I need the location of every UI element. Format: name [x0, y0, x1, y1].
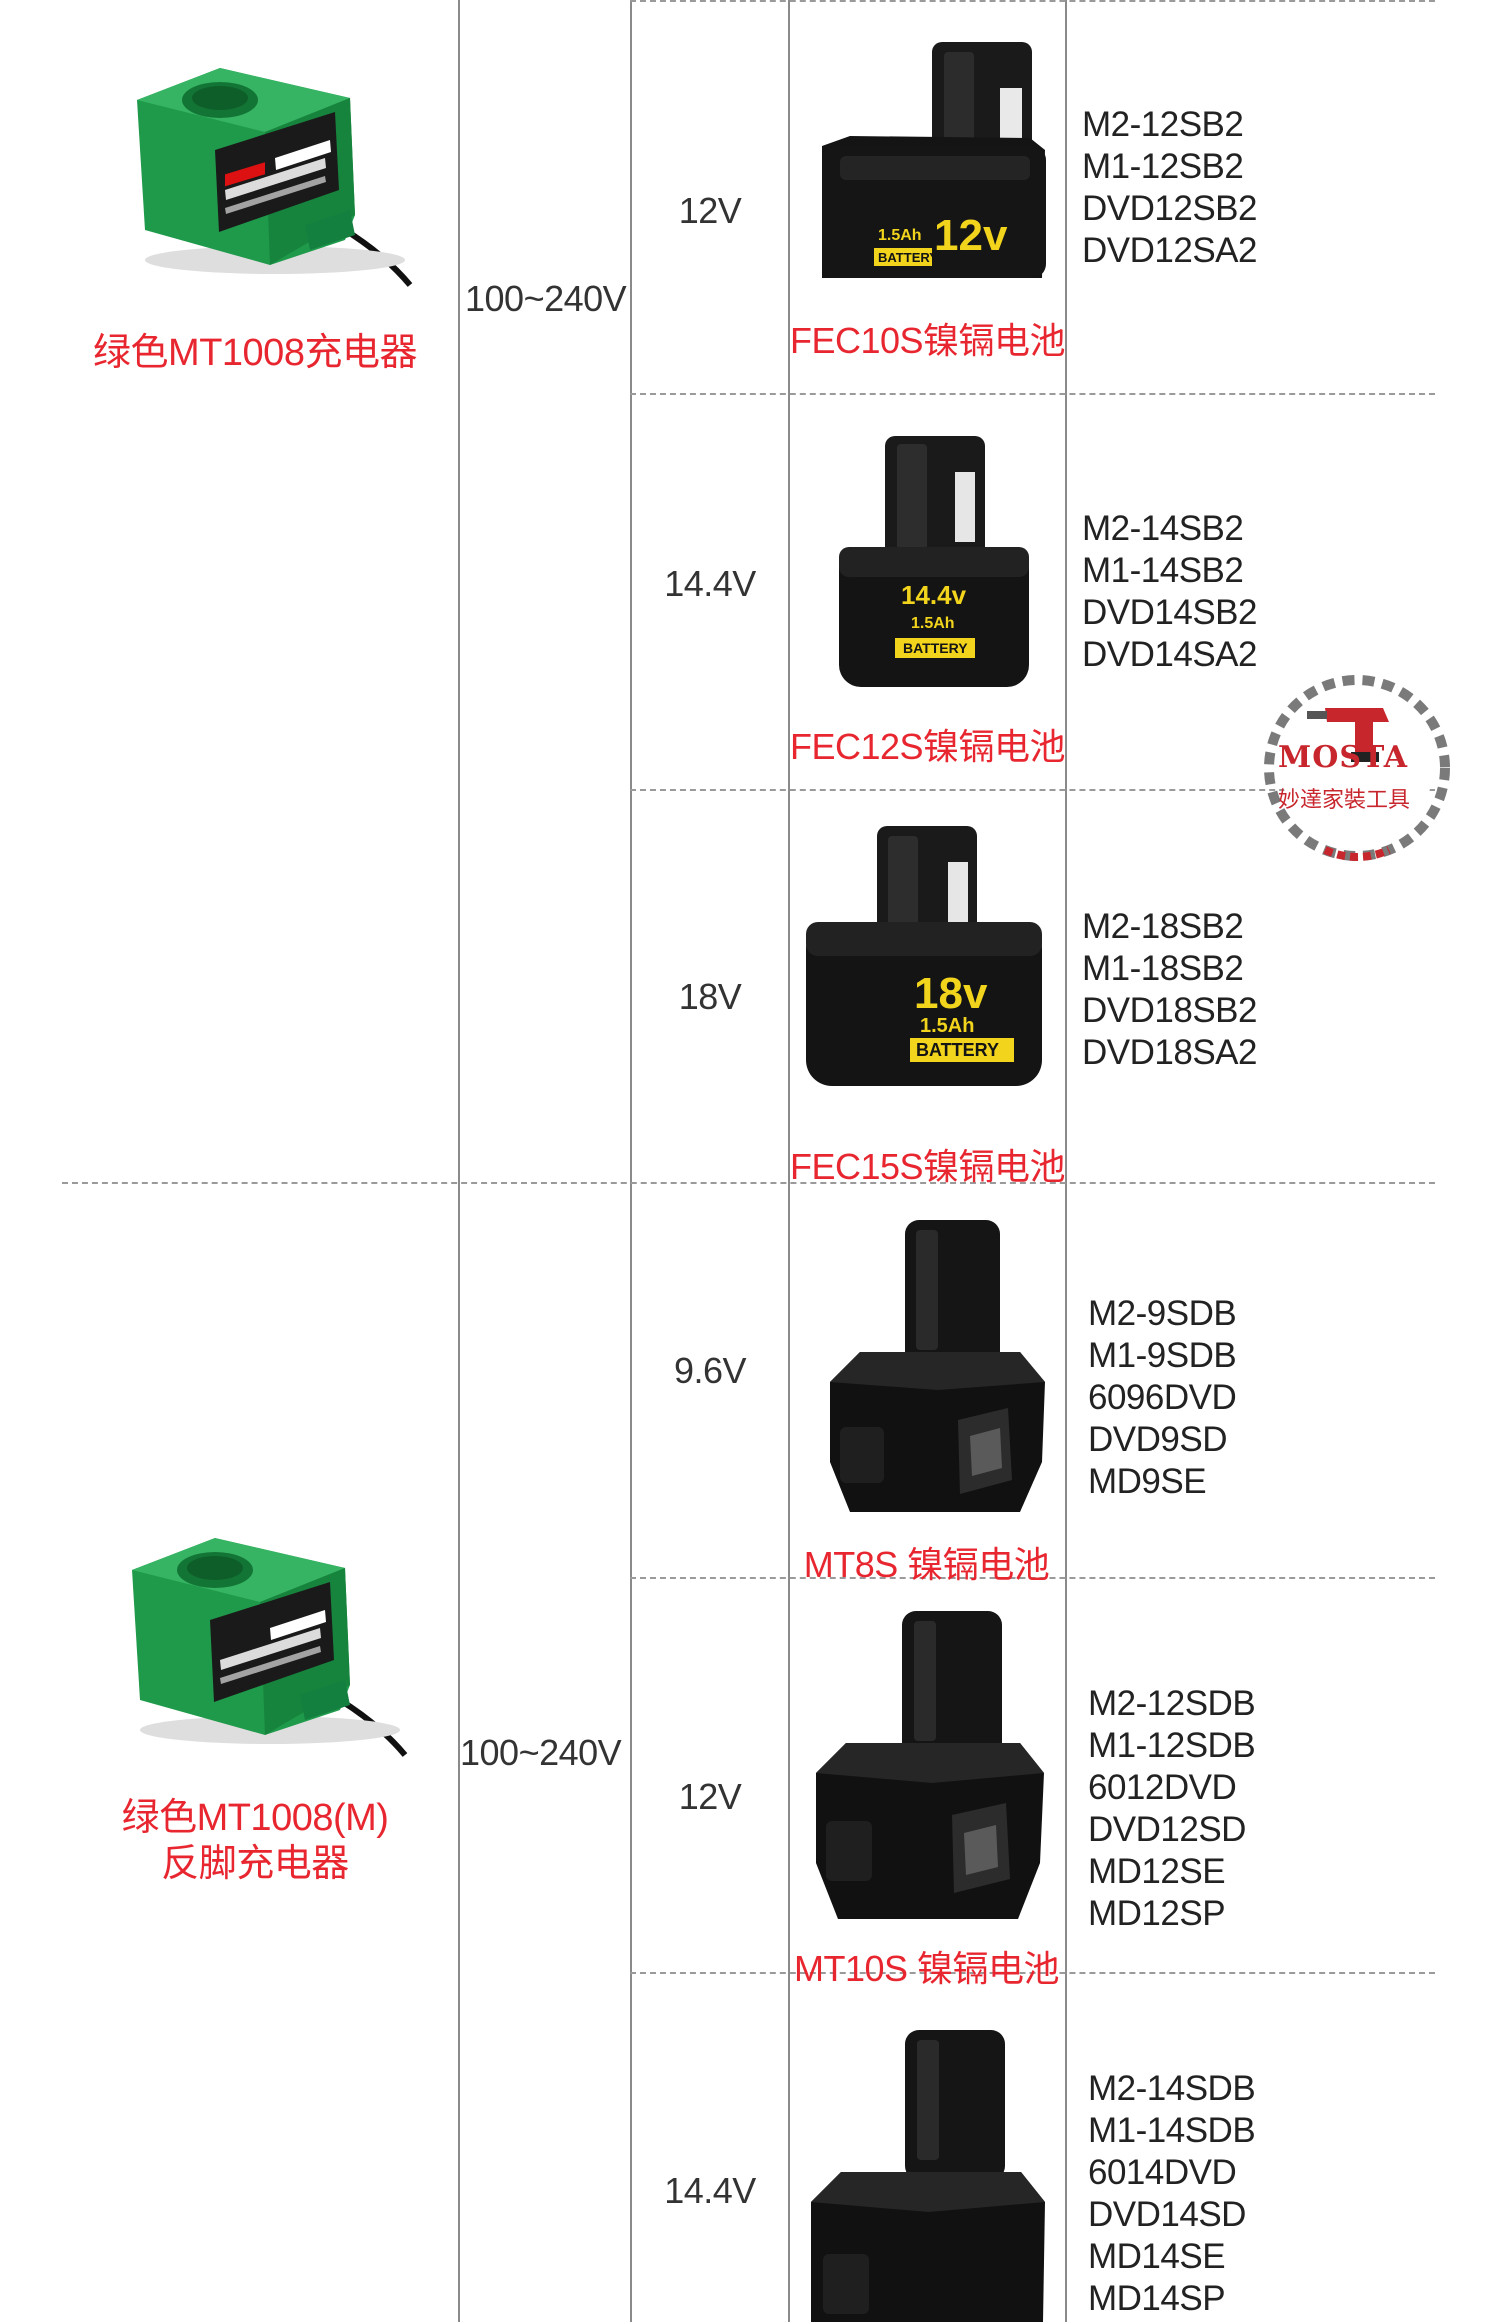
model-item: DVD18SA2	[1082, 1033, 1257, 1072]
model-list: M2-12SDB M1-12SDB 6012DVD DVD12SD MD12SE…	[1088, 1683, 1256, 1935]
battery-image	[830, 1220, 1045, 1512]
model-item: DVD14SB2	[1082, 593, 1257, 632]
model-item: M2-14SB2	[1082, 509, 1244, 548]
battery-label: FEC15S镍镉电池	[790, 1146, 1066, 1187]
battery-print: BATTERY	[878, 250, 938, 265]
model-item: 6012DVD	[1088, 1768, 1237, 1807]
row-divider	[630, 1972, 1435, 1974]
battery-image	[811, 2030, 1045, 2322]
model-item: M2-12SB2	[1082, 105, 1244, 144]
charger-label-line: 绿色MT1008充电器	[93, 332, 417, 374]
model-item: DVD18SB2	[1082, 991, 1257, 1030]
model-item: 6014DVD	[1088, 2153, 1237, 2192]
battery-image: 18v 1.5Ah BATTERY	[806, 826, 1042, 1086]
model-item: M2-9SDB	[1088, 1294, 1237, 1333]
battery-print: 18v	[914, 969, 988, 1018]
model-item: MD14SP	[1088, 2279, 1226, 2318]
model-list: M2-9SDB M1-9SDB 6096DVD DVD9SD MD9SE	[1088, 1293, 1237, 1503]
battery-print: 1.5Ah	[920, 1015, 974, 1037]
model-item: M1-18SB2	[1082, 949, 1244, 988]
model-item: 6096DVD	[1088, 1378, 1237, 1417]
column-divider-4	[1065, 0, 1067, 2322]
voltage-cell: 9.6V	[673, 1350, 747, 1391]
mosta-logo	[1264, 675, 1450, 861]
logo-brand: MOSTA	[1278, 740, 1408, 775]
model-item: DVD14SD	[1088, 2195, 1246, 2234]
voltage-cell: 18V	[678, 976, 742, 1017]
model-item: M2-12SDB	[1088, 1684, 1256, 1723]
battery-label: MT10S 镍镉电池	[793, 1948, 1060, 1989]
charger-label-line: 绿色MT1008(M)	[121, 1797, 389, 1839]
row-divider	[630, 1577, 1435, 1579]
model-item: M1-12SDB	[1088, 1726, 1256, 1765]
battery-image	[816, 1611, 1044, 1919]
model-item: DVD14SA2	[1082, 635, 1257, 674]
model-item: MD12SP	[1088, 1894, 1226, 1933]
row-divider	[630, 0, 1435, 2]
battery-print: 14.4v	[901, 580, 967, 610]
charger-label-line: 反脚充电器	[161, 1843, 349, 1885]
battery-label: MT8S 镍镉电池	[803, 1544, 1050, 1585]
battery-print: BATTERY	[916, 1040, 999, 1060]
model-item: M2-14SDB	[1088, 2069, 1256, 2108]
row-divider	[630, 393, 1435, 395]
battery-print: 1.5Ah	[911, 615, 955, 632]
battery-print: BATTERY	[903, 640, 968, 656]
model-item: MD14SE	[1088, 2237, 1226, 2276]
model-list: M2-14SB2 M1-14SB2 DVD14SB2 DVD14SA2	[1082, 508, 1257, 676]
model-item: MD9SE	[1088, 1462, 1207, 1501]
logo-tagline: 妙達家裝工具	[1278, 787, 1411, 812]
voltage-range: 100~240V	[460, 1732, 622, 1773]
battery-label: FEC10S镍镉电池	[790, 320, 1066, 361]
voltage-cell: 14.4V	[664, 563, 756, 604]
model-item: DVD12SB2	[1082, 189, 1257, 228]
voltage-range: 100~240V	[465, 278, 627, 319]
model-item: MD12SE	[1088, 1852, 1226, 1891]
battery-print: 1.5Ah	[878, 227, 922, 244]
model-item: DVD12SA2	[1082, 231, 1257, 270]
voltage-cell: 12V	[678, 190, 742, 231]
model-item: M1-12SB2	[1082, 147, 1244, 186]
model-list: M2-14SDB M1-14SDB 6014DVD DVD14SD MD14SE…	[1088, 2068, 1256, 2320]
charger-label: 绿色MT1008充电器	[60, 330, 450, 376]
model-item: M1-9SDB	[1088, 1336, 1237, 1375]
charger-image	[132, 1538, 408, 1757]
charger-image	[137, 68, 413, 287]
battery-image: 12v 1.5Ah BATTERY	[822, 42, 1046, 278]
row-divider	[630, 789, 1435, 791]
voltage-cell: 14.4V	[664, 2170, 756, 2211]
model-item: DVD9SD	[1088, 1420, 1227, 1459]
row-divider	[62, 1182, 1435, 1184]
battery-image: 14.4v 1.5Ah BATTERY	[839, 436, 1029, 687]
model-item: M1-14SB2	[1082, 551, 1244, 590]
model-item: M1-14SDB	[1088, 2111, 1256, 2150]
model-list: M2-12SB2 M1-12SB2 DVD12SB2 DVD12SA2	[1082, 104, 1257, 272]
column-divider-2	[630, 0, 632, 2322]
battery-label: FEC12S镍镉电池	[790, 726, 1066, 767]
column-divider-1	[458, 0, 460, 2322]
voltage-cell: 12V	[678, 1776, 742, 1817]
battery-print: 12v	[934, 211, 1008, 260]
model-item: DVD12SD	[1088, 1810, 1246, 1849]
charger-label: 绿色MT1008(M) 反脚充电器	[60, 1795, 450, 1887]
column-divider-3	[788, 0, 790, 2322]
model-item: M2-18SB2	[1082, 907, 1244, 946]
model-list: M2-18SB2 M1-18SB2 DVD18SB2 DVD18SA2	[1082, 906, 1257, 1074]
